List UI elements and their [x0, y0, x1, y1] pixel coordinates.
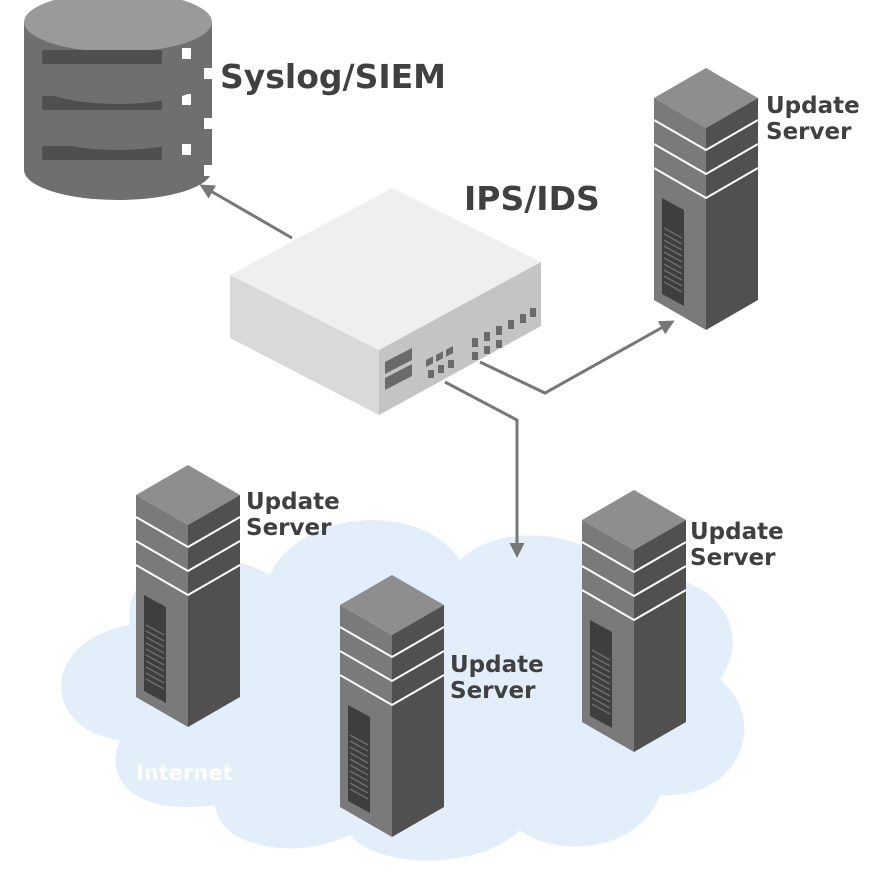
label-line-2: Server — [766, 119, 852, 146]
update-server-label-right: Update Server — [690, 519, 784, 572]
server-icon-top-right — [653, 67, 759, 331]
connection-arrows — [199, 184, 675, 558]
arrow-to-internet — [444, 380, 525, 558]
update-server-label-center: Update Server — [450, 652, 544, 705]
server-icon-left — [135, 464, 241, 728]
arrow-to-update-server-top — [479, 320, 675, 395]
update-server-label-top-right: Update Server — [766, 93, 860, 146]
arrow-to-siem — [199, 184, 293, 240]
label-line-1: Update — [766, 93, 860, 119]
server-icon-center — [339, 574, 445, 838]
label-line-2: Server — [690, 545, 776, 572]
label-line-2: Server — [246, 515, 332, 542]
database-icon — [24, 0, 213, 200]
ips-ids-label: IPS/IDS — [464, 179, 600, 218]
label-line-1: Update — [690, 519, 784, 545]
ips-appliance-icon — [230, 188, 541, 415]
label-line-2: Server — [450, 678, 536, 705]
label-line-1: Update — [450, 652, 544, 678]
server-icon-right — [581, 489, 687, 753]
update-server-label-left: Update Server — [246, 489, 340, 542]
siem-label: Syslog/SIEM — [220, 57, 447, 96]
internet-label: Internet — [136, 761, 233, 785]
label-line-1: Update — [246, 489, 340, 515]
